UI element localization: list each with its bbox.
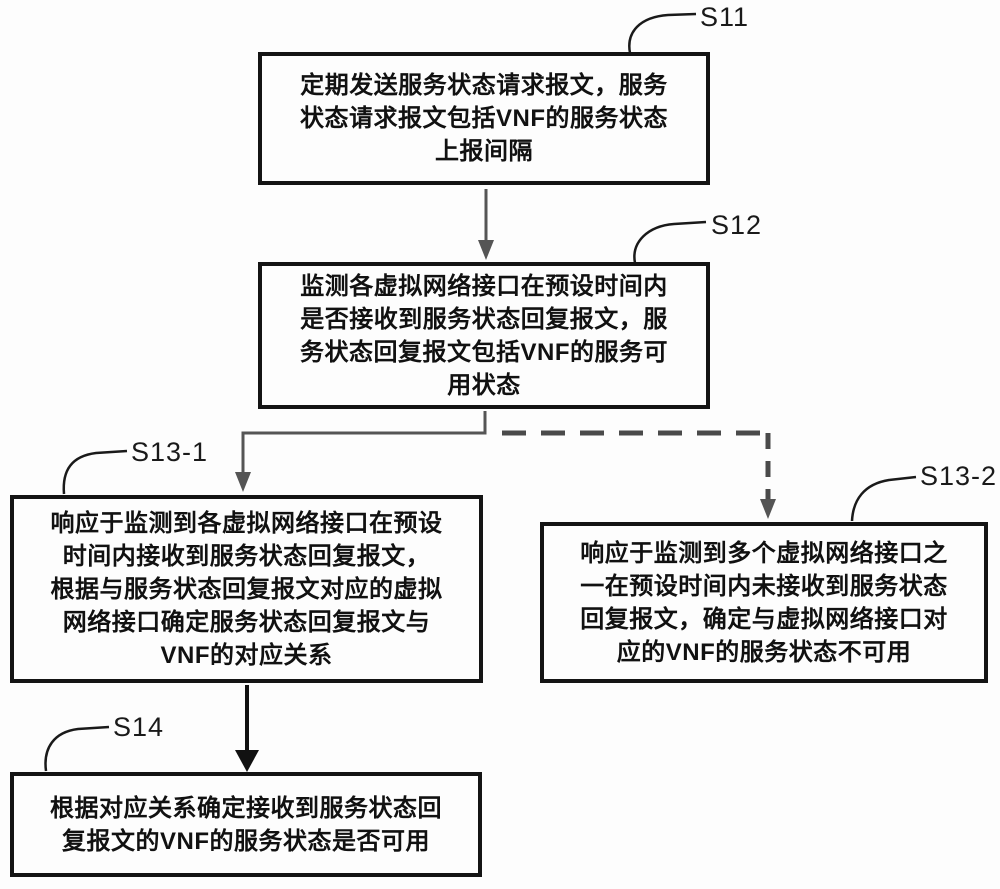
arrow-s12-to-s13-1-icon	[235, 411, 487, 492]
step-text-line: VNF的对应关系	[160, 641, 333, 669]
step-text-line: 定期发送服务状态请求报文，服务	[300, 72, 668, 99]
step-text-line: 是否接收到服务状态回复报文，服	[300, 305, 668, 333]
step-label-s12: S12	[711, 210, 763, 240]
dashed-arrow-s12-to-s13-2-icon	[502, 430, 776, 519]
leader-line-s14-icon	[44, 725, 110, 772]
step-label-s13-1: S13-1	[131, 437, 209, 467]
step-label-s13-2: S13-2	[920, 461, 998, 491]
leader-line-s13-2-icon	[850, 475, 917, 522]
step-text-line: 务状态回复报文包括VNF的服务可	[300, 338, 668, 366]
arrow-s11-to-s12-icon	[478, 189, 494, 260]
step-box-s11: 定期发送服务状态请求报文，服务 状态请求报文包括VNF的服务状态 上报间隔	[258, 52, 710, 185]
step-label-s14: S14	[113, 712, 165, 742]
leader-line-s12-icon	[633, 220, 707, 264]
leader-line-s13-1-icon	[62, 449, 128, 495]
step-box-s14: 根据对应关系确定接收到服务状态回 复报文的VNF的服务状态是否可用	[10, 772, 482, 877]
step-text-line: 根据与服务状态回复报文对应的虚拟	[50, 575, 443, 603]
step-box-s13-2: 响应于监测到多个虚拟网络接口之 一在预设时间内未接收到服务状态 回复报文，确定与…	[540, 522, 988, 683]
step-text-line: 网络接口确定服务状态回复报文与	[62, 608, 431, 636]
step-text-line: 回复报文，确定与虚拟网络接口对	[580, 605, 948, 633]
step-text-line: 应的VNF的服务状态不可用	[616, 638, 912, 666]
step-text-line: 监测各虚拟网络接口在预设时间内	[300, 272, 668, 300]
step-text-line: 根据对应关系确定接收到服务状态回	[50, 794, 442, 822]
step-text-line: 响应于监测到各虚拟网络接口在预设	[50, 509, 443, 537]
step-text-line: 状态请求报文包括VNF的服务状态	[300, 105, 668, 132]
step-text-line: 复报文的VNF的服务状态是否可用	[62, 827, 430, 855]
step-text-line: 时间内接收到服务状态回复报文，	[62, 542, 431, 570]
arrow-s13-1-to-s14-icon	[235, 685, 259, 772]
step-text-line: 上报间隔	[435, 138, 533, 165]
step-text-line: 响应于监测到多个虚拟网络接口之	[580, 539, 948, 567]
step-text-line: 一在预设时间内未接收到服务状态	[580, 572, 948, 600]
step-box-s13-1: 响应于监测到各虚拟网络接口在预设 时间内接收到服务状态回复报文， 根据与服务状态…	[10, 495, 483, 683]
step-label-s11: S11	[700, 2, 750, 32]
step-text-line: 用状态	[447, 371, 521, 399]
leader-line-s11-icon	[628, 12, 697, 54]
step-box-s12: 监测各虚拟网络接口在预设时间内 是否接收到服务状态回复报文，服 务状态回复报文包…	[258, 262, 710, 409]
